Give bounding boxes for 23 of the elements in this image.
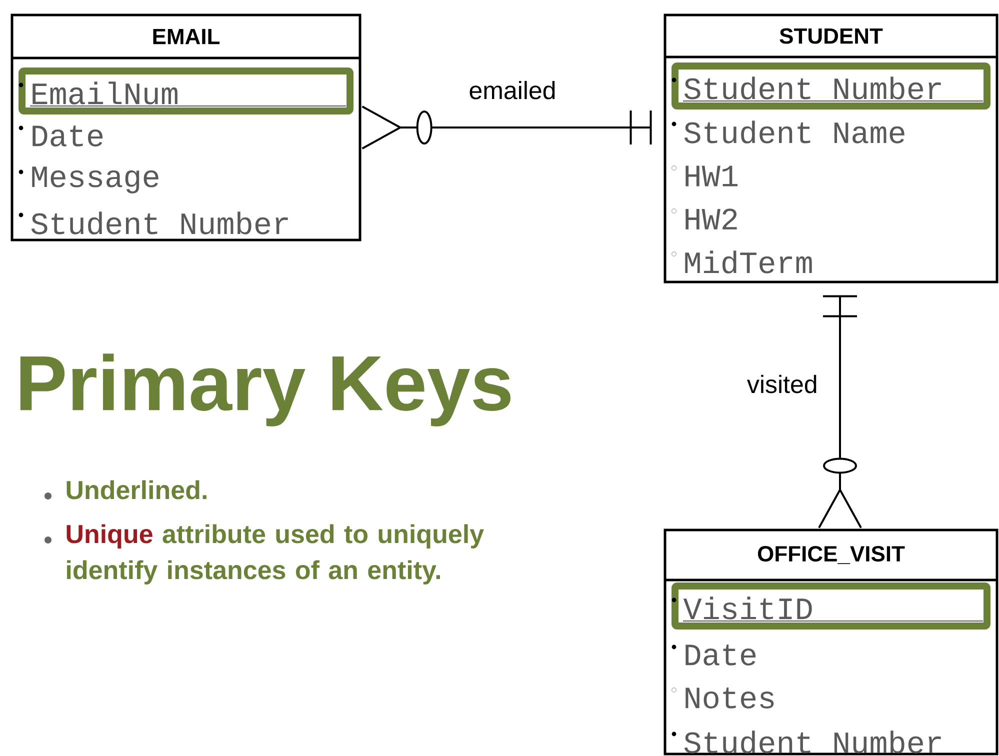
bullet-text: Unique attribute used to uniquely identify instances of an entity.	[66, 524, 484, 584]
relationship-line	[362, 106, 652, 150]
attribute-text: HW2	[686, 208, 737, 230]
attribute-text: Notes	[686, 688, 774, 708]
attribute-text: Student Number	[684, 730, 941, 754]
edge-label: emailed	[466, 78, 558, 102]
attribute-text: HW1	[686, 166, 738, 186]
key-attribute: VisitID	[682, 596, 984, 622]
attribute-text: Message	[32, 166, 158, 194]
attribute-text: Date	[32, 126, 103, 146]
relationship-line	[818, 295, 862, 528]
entity-name: EMAIL	[153, 28, 220, 44]
slide-title: Primary Keys	[20, 354, 510, 426]
bullet-text: Underlined.	[66, 480, 206, 500]
attribute-text: MidTerm	[685, 250, 812, 274]
edge-label: visited	[744, 372, 820, 396]
entity-name: STUDENT	[780, 28, 883, 44]
key-attribute: EmailNum	[30, 82, 346, 106]
entity-name: OFFICE_VISIT	[758, 546, 905, 564]
attribute-text: Student Name	[684, 120, 904, 144]
key-attribute: Student Number	[682, 76, 984, 102]
attribute-text: Date	[686, 644, 756, 666]
attribute-text: Student Number	[31, 212, 288, 234]
